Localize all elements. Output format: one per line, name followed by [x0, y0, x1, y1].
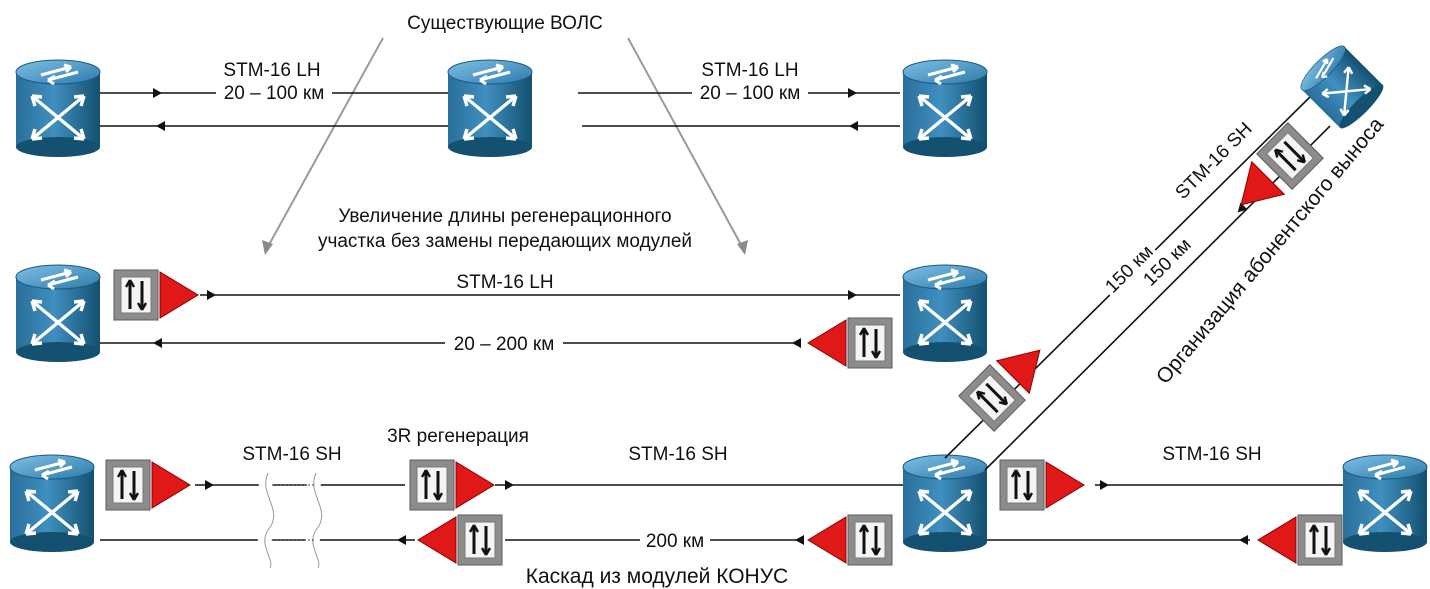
arrowhead-icon — [262, 240, 273, 255]
label-distance: 200 км — [646, 531, 704, 552]
amplifier-icon — [807, 516, 847, 564]
conus-module-icon — [104, 458, 152, 512]
label-stm16-sh: STM-16 SH — [1162, 444, 1261, 465]
router-icon — [8, 453, 96, 554]
label-cascade: Каскад из модулей КОНУС — [526, 565, 788, 588]
label-existing-fiber: Существующие ВОЛС — [407, 13, 603, 34]
router-icon — [14, 58, 102, 159]
arrowhead-icon — [737, 240, 748, 255]
long-distance-break — [257, 470, 329, 572]
label-3r-regen: 3R регенерация — [387, 426, 529, 447]
conus-module-icon — [846, 513, 894, 567]
amplifier-icon — [1045, 461, 1085, 509]
conus-module-icon — [846, 316, 894, 370]
label-increase-line1: Увеличение длины регенерационного — [338, 206, 671, 227]
router-icon — [446, 58, 534, 159]
amplifier-icon — [455, 461, 495, 509]
conus-module-icon — [1296, 513, 1344, 567]
amplifier-icon — [159, 271, 199, 319]
label-distance: 20 – 100 км — [224, 83, 325, 104]
router-icon — [1341, 453, 1429, 554]
label-stm16-lh: STM-16 LH — [456, 272, 553, 293]
amplifier-icon — [1257, 516, 1297, 564]
router-icon — [901, 263, 989, 364]
link-diag-rx — [984, 125, 1331, 471]
existing-fiber-arrow-right — [627, 37, 746, 253]
router-icon — [14, 263, 102, 364]
label-stm16-lh: STM-16 LH — [223, 60, 320, 81]
amplifier-icon — [151, 461, 191, 509]
label-stm16-sh: STM-16 SH — [628, 444, 727, 465]
router-icon — [901, 453, 989, 554]
router-icon — [901, 58, 989, 159]
existing-fiber-arrow-left — [264, 37, 384, 253]
amplifier-icon — [807, 319, 847, 367]
label-distance: 20 – 100 км — [700, 83, 801, 104]
conus-module-icon — [408, 458, 456, 512]
label-stm16-lh: STM-16 LH — [701, 60, 798, 81]
amplifier-icon — [417, 516, 457, 564]
label-stm16-sh: STM-16 SH — [242, 444, 341, 465]
conus-module-icon — [112, 268, 160, 322]
label-increase-line2: участка без замены передающих модулей — [318, 231, 692, 252]
label-distance: 20 – 200 км — [454, 334, 555, 355]
conus-module-icon — [456, 513, 504, 567]
conus-module-icon — [998, 458, 1046, 512]
